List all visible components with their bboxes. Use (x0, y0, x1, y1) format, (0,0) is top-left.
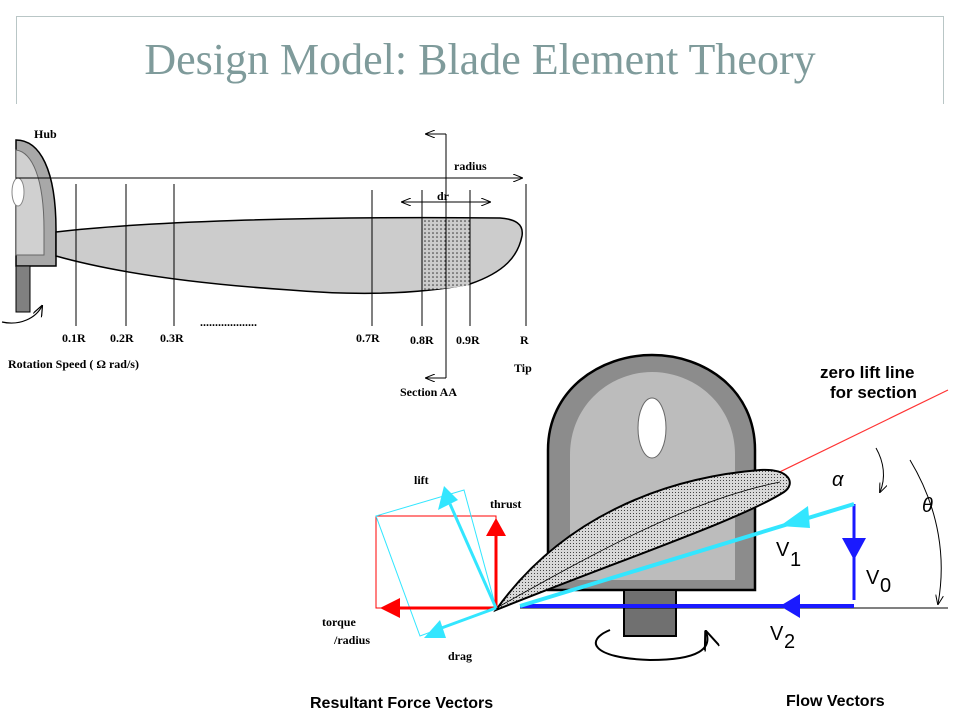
alpha-label: α (832, 469, 844, 491)
station-0-9r: 0.9R (456, 333, 480, 347)
zero-lift-label-1: zero lift line (820, 363, 914, 382)
spinner-window (637, 397, 667, 459)
rotation-arrow (1, 306, 42, 324)
resultant-force-caption: Resultant Force Vectors (310, 695, 493, 712)
hub-highlight (15, 149, 45, 256)
drag-label: drag (448, 649, 472, 663)
v0-subscript: 0 (880, 575, 891, 597)
top-blade-diagram: Hub radius dr 0.1R 0.2R 0.3R ...........… (1, 127, 532, 399)
bottom-section-diagram: zero lift line for section α θ lift thru… (310, 353, 949, 712)
hub-label: Hub (34, 127, 57, 141)
station-0-2r: 0.2R (110, 331, 134, 345)
v1-label: V (776, 539, 790, 561)
drag-vector (435, 606, 497, 632)
force-parallelogram-red (375, 515, 497, 609)
torque-label-2: /radius (333, 633, 370, 647)
station-0-8r: 0.8R (410, 333, 434, 347)
station-dots: ................... (200, 315, 257, 329)
zero-lift-label-2: for section (830, 383, 917, 402)
station-r: R (520, 333, 529, 347)
station-0-7r: 0.7R (356, 331, 380, 345)
spinner-shaft (623, 589, 677, 637)
title-frame (16, 16, 944, 104)
airfoil-section (493, 468, 791, 613)
dr-label: dr (437, 189, 450, 203)
station-0-1r: 0.1R (62, 331, 86, 345)
v2-label: V (770, 623, 784, 645)
rotation-speed-label: Rotation Speed ( Ω rad/s) (8, 357, 139, 371)
v2-subscript: 2 (784, 631, 795, 653)
hub-shaft (15, 265, 31, 313)
section-aa-label: Section AA (400, 385, 457, 399)
lift-vector (448, 503, 498, 609)
flow-vectors-caption: Flow Vectors (786, 693, 885, 710)
theta-label: θ (922, 495, 933, 517)
v0-label: V (866, 567, 880, 589)
lift-label: lift (414, 473, 429, 487)
thrust-label: thrust (490, 497, 521, 511)
radius-label: radius (454, 159, 487, 173)
v1-subscript: 1 (790, 549, 801, 571)
spinner-rotation-arrow (594, 630, 708, 662)
torque-label-1: torque (322, 615, 356, 629)
station-0-3r: 0.3R (160, 331, 184, 345)
blade-shape (55, 216, 523, 295)
slide-title: Design Model: Blade Element Theory (144, 35, 816, 84)
tip-label: Tip (514, 361, 532, 375)
